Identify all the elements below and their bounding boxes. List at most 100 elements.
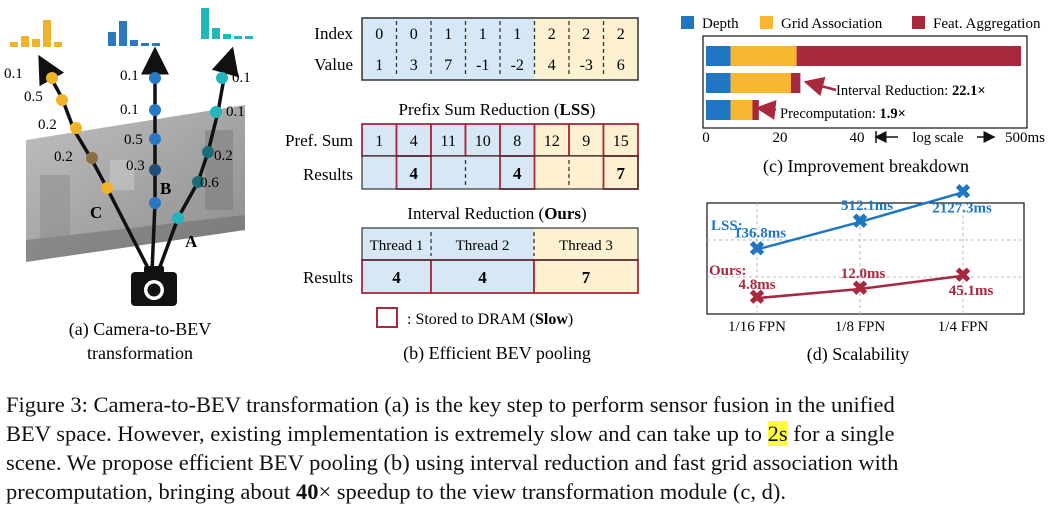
index-cell: 1 (479, 26, 487, 43)
bar-segment-depth (706, 73, 731, 93)
lss-result-value: 4 (410, 164, 419, 183)
panel-c-improvement-breakdown: Depth Grid Association Feat. Aggregation… (681, 16, 1045, 177)
value-cell: 3 (410, 57, 418, 74)
index-cell: 1 (513, 26, 521, 43)
legend-label-depth: Depth (702, 16, 739, 32)
bar-segment-feat-aggregation (790, 73, 801, 93)
data-label-lss: 136.8ms (734, 225, 786, 241)
c-tick-0: 0 (702, 130, 710, 146)
depth-label-a-4: 0.6 (200, 175, 219, 191)
histogram-a (201, 8, 253, 39)
histogram-b (108, 21, 160, 46)
point-b-2 (149, 104, 161, 116)
marker-lss: ✖ (749, 238, 766, 260)
pref-sum-value: 4 (410, 133, 418, 150)
value-cell: -2 (511, 57, 524, 74)
index-value-table-border (361, 17, 639, 81)
point-c-3 (70, 122, 82, 134)
point-a-2 (210, 106, 222, 118)
depth-label-c-1: 0.1 (4, 66, 23, 82)
line-ours (756, 274, 964, 300)
ours-title: Interval Reduction (Ours) (407, 204, 586, 223)
ours-series-label: Ours: (709, 263, 747, 279)
ours-result-value: 4 (392, 268, 401, 287)
thread-label: Thread 3 (559, 238, 613, 254)
ray-label-b: B (160, 179, 171, 198)
legend-label-feat: Feat. Aggregation (933, 16, 1041, 32)
point-c-5 (101, 182, 113, 194)
index-value-cell-bg (500, 18, 535, 80)
legend-swatch-depth (681, 16, 694, 29)
lss-title: Prefix Sum Reduction (LSS) (399, 100, 596, 119)
caption-line-3: scene. We propose efficient BEV pooling … (6, 450, 899, 475)
panel-c-legend: Depth Grid Association Feat. Aggregation (681, 16, 1041, 32)
value-row-label: Value (314, 55, 353, 74)
index-value-cell-bg (396, 18, 431, 80)
data-label-ours: 12.0ms (841, 266, 886, 282)
scalability-lines: ✖136.8ms✖512.1ms✖2127.3ms✖4.8ms✖12.0ms✖4… (728, 181, 993, 335)
point-b-1 (149, 72, 161, 84)
bar-segment-depth (706, 46, 731, 66)
depth-label-c-3: 0.2 (38, 117, 57, 133)
point-a-1 (216, 72, 228, 84)
c-log-note: log scale (912, 130, 963, 146)
index-value-cell-bg (465, 18, 500, 80)
bar-segment-feat-aggregation (796, 46, 1022, 66)
data-label-lss: 2127.3ms (932, 200, 992, 216)
ray-label-c: C (90, 203, 102, 222)
lss-result-border (361, 155, 639, 190)
annotation-precomp-arrow (755, 99, 777, 120)
legend-swatch-feat (912, 16, 925, 29)
panel-c-caption: (c) Improvement breakdown (763, 156, 969, 177)
lss-result-value: 7 (617, 164, 626, 183)
thread-label: Thread 2 (456, 238, 510, 254)
pref-sum-value: 10 (475, 133, 491, 150)
dram-legend-text: : Stored to DRAM (Slow) (407, 311, 573, 328)
ours-result-cell (430, 259, 535, 294)
value-cell: -1 (476, 57, 489, 74)
pref-sum-cell (499, 123, 536, 157)
lss-series-label: LSS: (711, 218, 743, 234)
ray-c (38, 54, 152, 273)
depth-label-b-3: 0.5 (124, 132, 143, 148)
legend-label-grid: Grid Association (781, 16, 883, 32)
panel-a-caption-2: transformation (87, 343, 193, 363)
pref-sum-value: 12 (544, 133, 560, 150)
marker-lss: ✖ (955, 181, 972, 203)
pref-sum-cell (464, 123, 501, 157)
value-cell: 6 (617, 57, 625, 74)
lss-result-value: 4 (513, 164, 522, 183)
index-cell: 1 (444, 26, 452, 43)
thread-label: Thread 1 (370, 238, 424, 254)
x-tick-label: 1/8 FPN (835, 319, 886, 335)
bar-segment-grid-association (730, 46, 797, 66)
point-c-4 (86, 152, 98, 164)
point-c-1 (46, 72, 58, 84)
thread-cell (534, 228, 638, 260)
index-value-cell-bg (569, 18, 604, 80)
annotation-precomp: Precomputation: 1.9× (780, 106, 906, 122)
thread-cell (431, 228, 534, 260)
camera-icon (131, 266, 177, 306)
panel-d-caption: (d) Scalability (807, 344, 909, 365)
panel-d-scalability: ✖136.8ms✖512.1ms✖2127.3ms✖4.8ms✖12.0ms✖4… (706, 181, 1025, 365)
ours-result-value: 7 (582, 268, 591, 287)
annotation-interval-arrow (803, 76, 837, 97)
x-tick-label: 1/4 FPN (938, 319, 989, 335)
bar-segment-grid-association (730, 100, 753, 120)
index-cell: 2 (617, 26, 625, 43)
index-value-cell-bg (534, 18, 569, 80)
index-cell: 0 (410, 26, 418, 43)
panel-d-grid (707, 203, 1024, 314)
pref-sum-value: 15 (613, 133, 629, 150)
bar-segment-feat-aggregation (752, 100, 759, 120)
index-cell: 2 (582, 26, 590, 43)
marker-ours: ✖ (852, 278, 869, 300)
thread-cell (362, 228, 431, 260)
histogram-c (10, 20, 62, 47)
index-value-cell-bg (362, 18, 397, 80)
pref-sum-value: 1 (375, 133, 383, 150)
marker-lss: ✖ (852, 211, 869, 233)
